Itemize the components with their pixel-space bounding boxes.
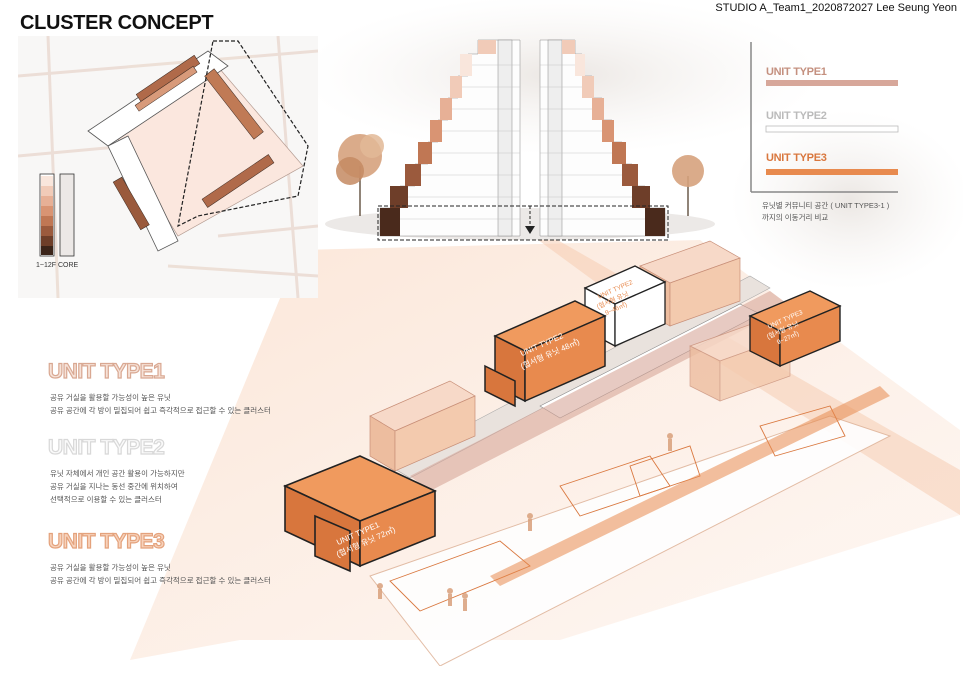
type2-heading: UNIT TYPE2	[47, 435, 165, 459]
floor-legend-label: 1~12F	[36, 262, 57, 269]
axonometric-diagram: UNIT TYPE1 (협서형 유닛 72㎡) UNIT TYPE2 (협서형 …	[282, 240, 892, 666]
type2-desc-line3: 선택적으로 이용할 수 있는 클러스터	[50, 495, 162, 504]
type1-block-orange	[282, 455, 438, 573]
type2-desc-line2: 공유 거실을 지나는 동선 중간에 위치하여	[50, 482, 178, 491]
type3-desc-line2: 공유 공간에 각 방이 밀집되어 쉽고 즉각적으로 접근할 수 있는 클러스터	[50, 576, 271, 585]
type1-heading: UNIT TYPE1	[47, 359, 165, 383]
type2-block-orange	[484, 300, 607, 408]
type1-desc-line2: 공유 공간에 각 방이 밀집되어 쉽고 즉각적으로 접근할 수 있는 클러스터	[50, 406, 271, 415]
type1-desc-line1: 공유 거실을 활용할 가능성이 높은 유닛	[50, 393, 171, 402]
legend-label-type3: UNIT TYPE3	[766, 152, 827, 164]
site-plan	[18, 36, 318, 298]
building-section	[325, 39, 715, 241]
legend-swatch-type1	[766, 80, 898, 86]
tree-left	[336, 134, 384, 216]
type3-block-orange	[748, 290, 842, 368]
core-legend-label: CORE	[58, 262, 79, 269]
legend-label-type1: UNIT TYPE1	[766, 66, 827, 78]
legend-frame	[750, 42, 899, 193]
page-title: CLUSTER CONCEPT	[20, 12, 214, 34]
studio-credit: STUDIO A_Team1_2020872027 Lee Seung Yeon	[715, 2, 957, 14]
type3-heading: UNIT TYPE3	[47, 529, 165, 553]
type3-desc-line1: 공유 거실을 활용할 가능성이 높은 유닛	[50, 563, 171, 572]
type2-desc-line1: 유닛 자체에서 개인 공간 활용이 가능하지만	[50, 469, 185, 478]
legend-note-line1: 유닛별 커뮤니티 공간 ( UNIT TYPE3-1 )	[762, 201, 890, 210]
legend-note-line2: 까지의 이동거리 비교	[762, 213, 829, 222]
legend-label-type2: UNIT TYPE2	[766, 110, 827, 122]
type1-block-upper	[369, 380, 476, 472]
legend-swatch-type2	[765, 125, 899, 133]
legend-swatch-type3	[766, 169, 898, 175]
